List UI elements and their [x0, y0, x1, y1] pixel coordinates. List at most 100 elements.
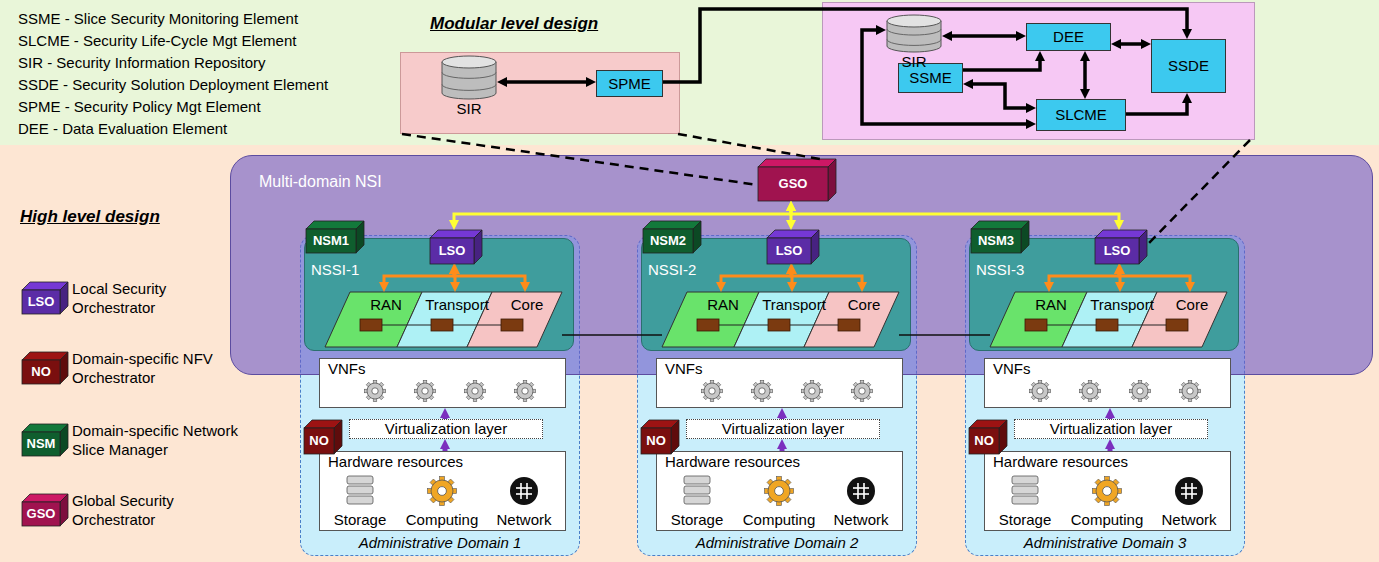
connector-arrow [1049, 270, 1119, 286]
connector-arrow [862, 30, 1030, 124]
cube-front [971, 229, 1021, 253]
node-label: NSSI-2 [648, 261, 696, 279]
cylinder-top [887, 15, 941, 27]
cube-side [334, 420, 342, 454]
section-heading: Modular level design [430, 14, 598, 34]
node-label: Transport [1087, 296, 1157, 314]
connector-arrow [1108, 445, 1113, 451]
gear-icon [801, 380, 822, 401]
node-label: VNFs [328, 360, 366, 378]
legend-text: Domain-specific NFV Orchestrator [72, 350, 244, 388]
legend-item: GSOGlobal Security Orchestrator [22, 494, 272, 544]
function-block [1025, 319, 1047, 331]
subnet-slice: NSSI-2LSORANTransportCore [641, 238, 911, 351]
hardware-box: Hardware resourcesStorageComputingNetwor… [984, 451, 1231, 531]
connector-arrow [780, 414, 785, 419]
cylinder-top [442, 56, 496, 68]
cube-side [1139, 230, 1147, 264]
node-label: NO [641, 428, 671, 454]
cube-front [22, 502, 60, 526]
gear-icon [414, 380, 435, 401]
node-label: LSO [430, 238, 474, 264]
component-label: Storage [315, 511, 405, 529]
node-label: Core [829, 296, 899, 314]
component-label: Storage [652, 511, 742, 529]
vnf-box: VNFs [984, 358, 1231, 408]
node-label: RAN [687, 296, 759, 314]
component-label: Storage [980, 511, 1070, 529]
node-label: NSM2 [643, 229, 693, 253]
legend-abbreviation: LSO [22, 290, 60, 314]
cylinder-ring [442, 72, 496, 78]
legend-swatch: NSM [22, 424, 68, 456]
legend-text: Domain-specific Network Slice Manager [72, 422, 244, 460]
legend-abbreviation: GSO [22, 502, 60, 526]
node-label: Virtualization layer [1050, 420, 1172, 438]
gear-icon [764, 476, 793, 505]
cube-front [430, 238, 474, 264]
node-label: Hardware resources [665, 453, 800, 471]
network-icon [1175, 477, 1203, 505]
storage-icon [347, 476, 373, 484]
node-label: RAN [1015, 296, 1087, 314]
orchestrator-cube: NSM2 [643, 221, 701, 253]
node-label: NO [304, 428, 334, 454]
function-block [838, 319, 860, 331]
node-label: SPME [608, 75, 651, 93]
orchestrator-cube: NSM3 [971, 221, 1029, 253]
connector-arrow [790, 207, 793, 224]
section-heading: High level design [20, 207, 160, 227]
node-label: Virtualization layer [722, 420, 844, 438]
node-label: NSSI-3 [976, 261, 1024, 279]
connector-arrow [791, 270, 862, 286]
hardware-box: Hardware resourcesStorageComputingNetwor… [656, 451, 903, 531]
function-block [1096, 319, 1118, 331]
component-label: Network [816, 511, 906, 529]
connector-arrow [1126, 99, 1187, 114]
domain-region: Administrative Domain 1NSM1NSSI-1LSORANT… [300, 235, 580, 556]
gear-icon [1179, 380, 1200, 401]
storage-icon [347, 486, 373, 494]
module-panel: SIRSPME [400, 52, 680, 134]
network-icon [510, 477, 538, 505]
legend-text: Local Security Orchestrator [72, 280, 244, 318]
node-label: SSDE [1168, 57, 1209, 75]
node-label: Transport [422, 296, 492, 314]
cube-front [306, 229, 356, 253]
component-label: Network [1144, 511, 1234, 529]
cube-top [758, 159, 836, 167]
node-label: VNFs [993, 360, 1031, 378]
cube-front [22, 290, 60, 314]
network-arrow [863, 483, 865, 499]
connector-arrow [454, 207, 791, 224]
cube-front [643, 229, 693, 253]
node-label: NSM3 [971, 229, 1021, 253]
node-label: NO [969, 428, 999, 454]
element-box: SPME [596, 70, 663, 97]
cube-side [60, 494, 68, 526]
network-arrow [516, 487, 532, 489]
connector-arrow [503, 80, 590, 84]
gear-icon [427, 476, 456, 505]
cube-top [1095, 230, 1147, 238]
hardware-box: Hardware resourcesStorageComputingNetwor… [319, 451, 566, 531]
gear-icon [1079, 380, 1100, 401]
node-label: NSM1 [306, 229, 356, 253]
gear-icon [751, 380, 772, 401]
connector-arrow [443, 445, 448, 451]
node-label: DEE [1053, 28, 1084, 46]
cylinder-ring [442, 84, 496, 90]
legend-swatch: LSO [22, 282, 68, 314]
node-label: SSME [909, 69, 952, 87]
zoom-line [678, 134, 820, 159]
cube-top [767, 230, 819, 238]
node-label: SIR [876, 53, 952, 71]
cylinder-ring [887, 39, 941, 45]
orchestrator-cube: NSM1 [306, 221, 364, 253]
connector-arrow [663, 9, 1187, 82]
repository-cylinder: SIR [886, 15, 942, 71]
gear-icon [1129, 380, 1150, 401]
gear-icon [1092, 476, 1121, 505]
node-label: LSO [1095, 238, 1139, 264]
node-label: Administrative Domain 3 [966, 534, 1244, 552]
